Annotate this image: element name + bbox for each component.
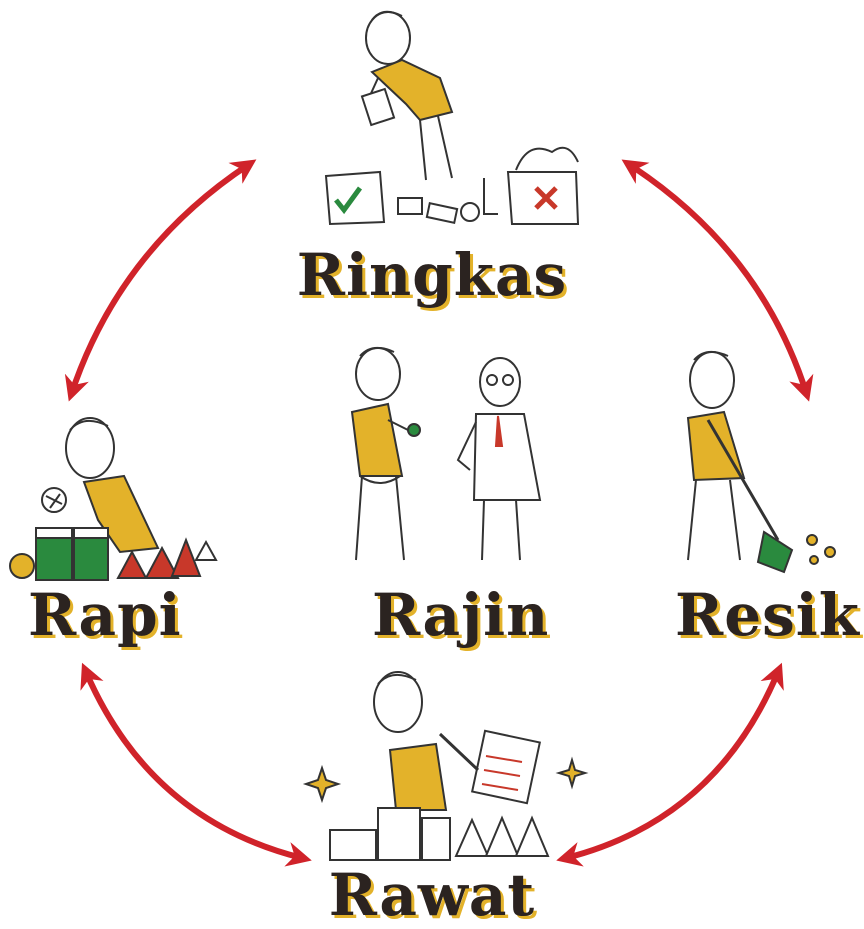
sorting-person-icon xyxy=(324,10,580,226)
arranging-person-icon xyxy=(9,417,218,581)
label-ringkas: Ringkas xyxy=(296,241,568,309)
label-rawat: Rawat xyxy=(328,861,536,929)
arrow-ringkas-rapi xyxy=(64,159,257,402)
label-resik: Resik xyxy=(675,581,860,649)
arrow-ringkas-resik xyxy=(621,159,814,402)
arrow-resik-rawat xyxy=(556,662,784,867)
arrow-rapi-rawat xyxy=(80,662,312,867)
two-persons-icon xyxy=(350,346,542,561)
cycle-arrows xyxy=(64,159,814,867)
label-rapi: Rapi xyxy=(28,581,182,649)
checklist-person-icon xyxy=(302,671,589,861)
label-rajin: Rajin xyxy=(372,581,550,649)
sweeping-person-icon xyxy=(686,350,836,574)
